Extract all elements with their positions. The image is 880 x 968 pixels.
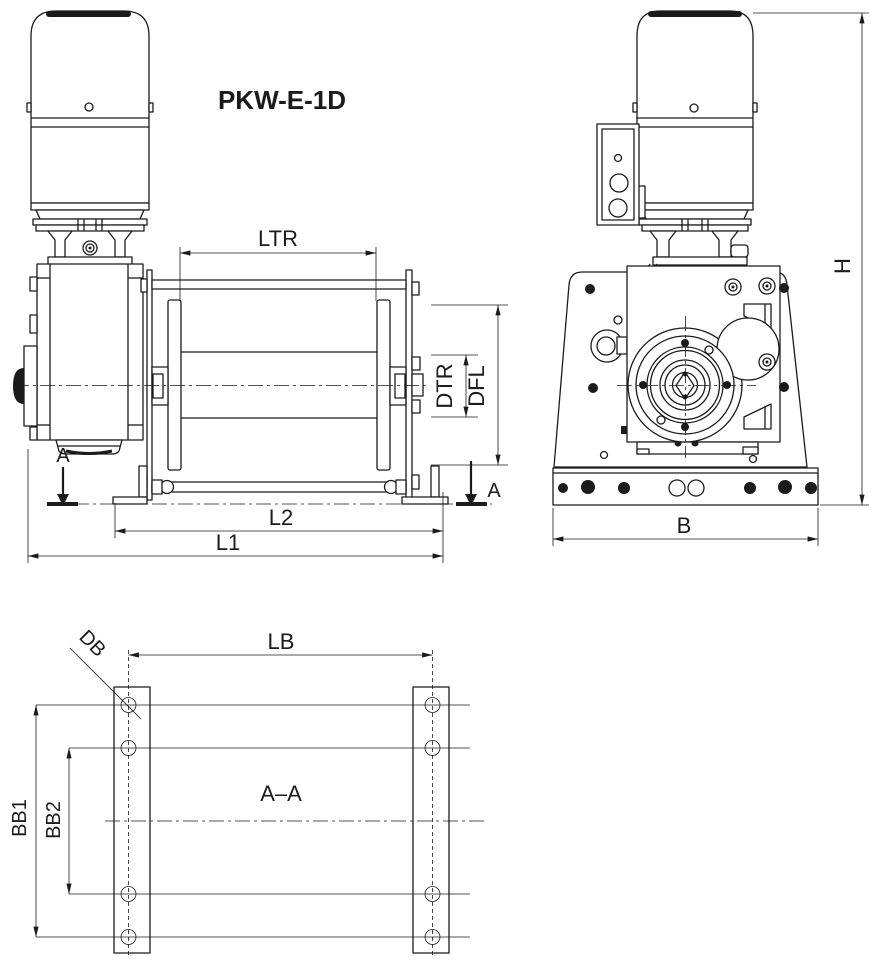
bell-housing-side xyxy=(32,218,148,266)
dim-l2-label: L2 xyxy=(269,505,293,530)
cable-gland xyxy=(609,173,629,193)
bolt-holes xyxy=(120,697,441,945)
tie-rod-top xyxy=(151,279,407,290)
drum-flange-left xyxy=(167,299,182,471)
dim-db-label: DB xyxy=(75,626,110,661)
dim-l1-label: L1 xyxy=(216,530,240,555)
section-arrow-right-icon xyxy=(465,494,477,506)
section-arrow-right-label: A xyxy=(487,480,501,502)
rope-wedge-bottom xyxy=(743,403,772,430)
drum-support-plate-right xyxy=(405,269,413,501)
terminal-box xyxy=(596,123,646,226)
dim-b: B xyxy=(552,508,819,546)
ringed-bolt xyxy=(724,277,776,371)
dim-lb-label: LB xyxy=(268,629,295,654)
dim-dfl-label: DFL xyxy=(464,365,489,407)
dim-ltr-label: LTR xyxy=(258,226,298,251)
dim-h-label: H xyxy=(830,258,855,274)
dim-dtr: DTR xyxy=(431,354,478,418)
fan-cover-band-front xyxy=(648,11,742,17)
dim-dfl: DFL xyxy=(431,304,508,466)
dim-b-label: B xyxy=(677,513,692,538)
drum-assembly-side xyxy=(140,269,424,501)
section-view-aa: LB DB BB1 BB2 A–A xyxy=(9,626,487,956)
drum-support-plate-left xyxy=(146,269,153,501)
page-title: PKW-E-1D xyxy=(218,85,346,115)
foot-plate-right xyxy=(412,686,450,954)
drum-flange-right xyxy=(376,299,391,471)
dim-h: H xyxy=(753,12,869,506)
side-view: A A LTR DTR DFL L2 xyxy=(13,10,508,563)
gearbox-side xyxy=(13,263,144,455)
section-arrow-left-icon xyxy=(57,494,69,506)
dim-dtr-label: DTR xyxy=(432,363,457,408)
dim-bb2: BB2 xyxy=(43,748,72,894)
dim-bb1: BB1 xyxy=(9,705,39,937)
dim-l2: L2 xyxy=(114,492,444,563)
base-plate-front xyxy=(552,467,819,506)
oil-pan xyxy=(55,439,123,455)
motor-side xyxy=(26,10,154,220)
section-cut-A: A A xyxy=(47,445,501,506)
tie-rod-bottom xyxy=(151,481,407,493)
section-title: A–A xyxy=(260,781,302,806)
dim-l1: L1 xyxy=(27,449,443,563)
cable-gland xyxy=(608,198,628,218)
dim-bb2-label: BB2 xyxy=(43,801,65,839)
bearing-cap xyxy=(411,356,421,371)
bell-housing-front xyxy=(638,218,752,266)
foot-plate-left xyxy=(113,686,151,954)
mounting-feet-side xyxy=(112,465,449,505)
motor-front xyxy=(632,10,758,220)
fan-cover-band xyxy=(46,11,131,17)
dim-lb: LB xyxy=(128,629,433,658)
dim-bb1-label: BB1 xyxy=(9,799,31,837)
dim-ltr: LTR xyxy=(179,226,377,301)
gearbox-front xyxy=(617,265,789,464)
section-arrow-left-label: A xyxy=(56,445,70,467)
brake-lever-block xyxy=(730,244,749,258)
front-view: H B xyxy=(552,10,869,546)
brake-cover-cap xyxy=(13,368,24,404)
motor-plug-side xyxy=(84,102,94,112)
